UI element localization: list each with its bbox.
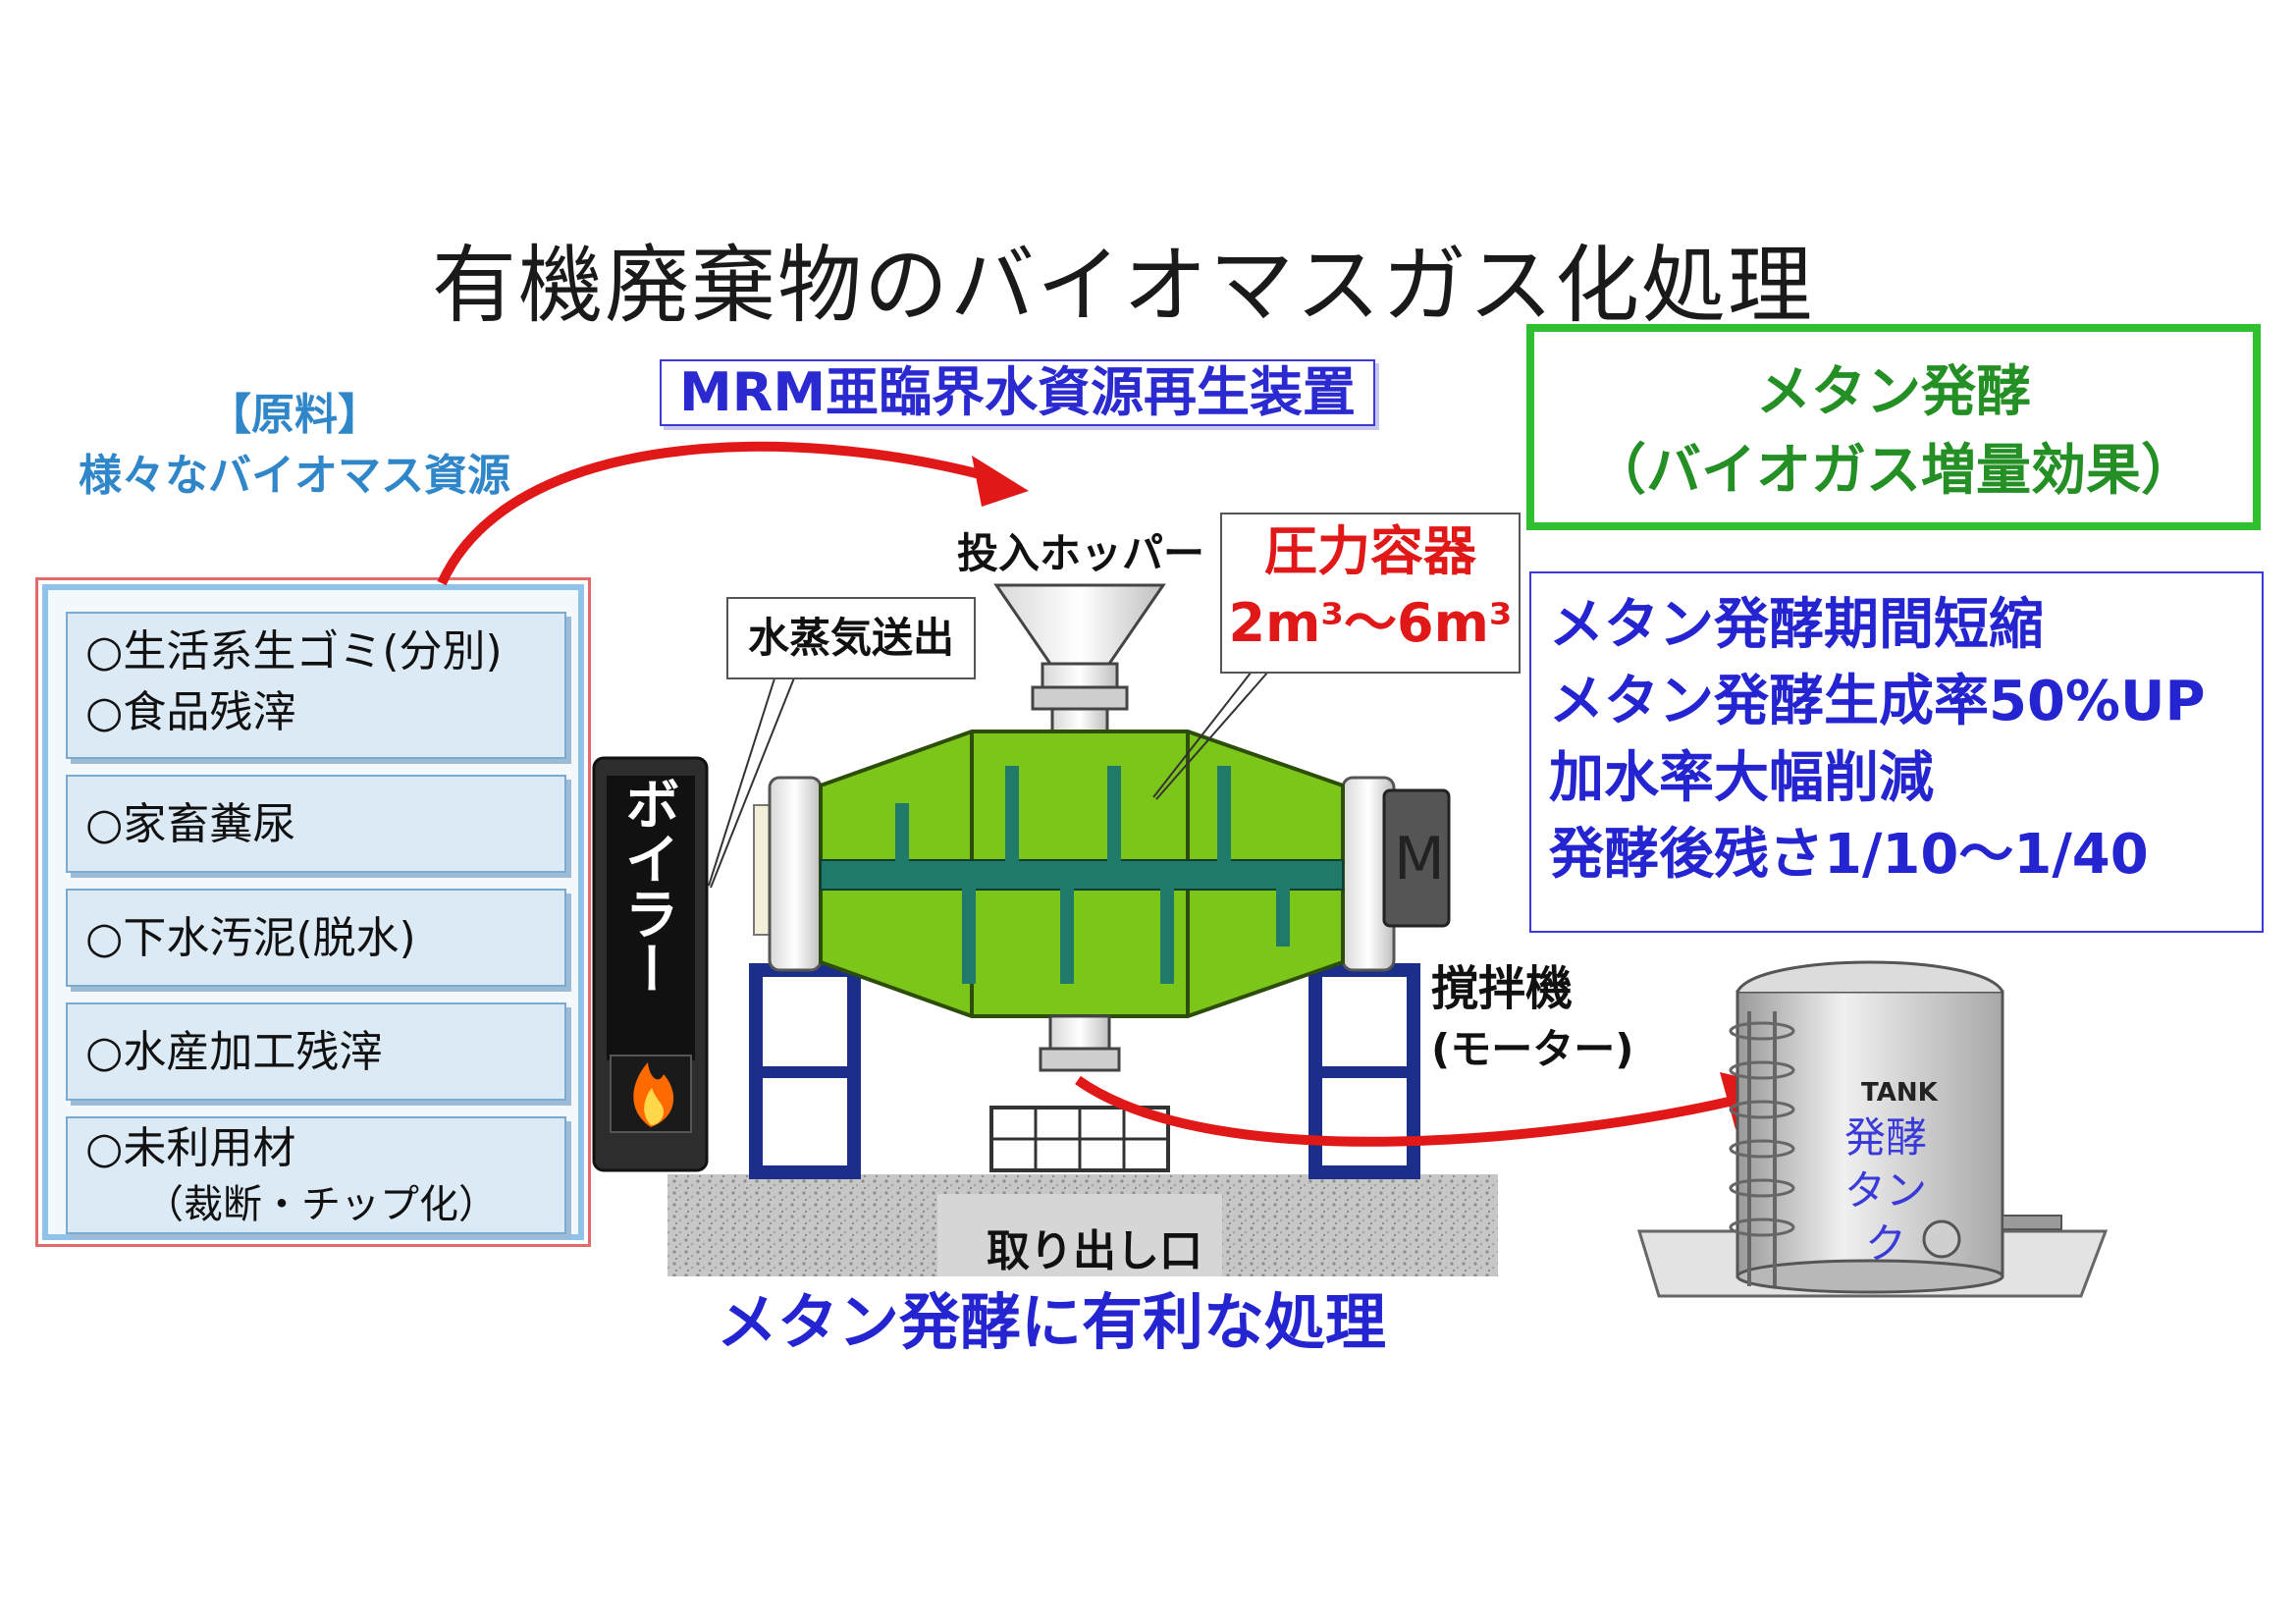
steam-callout: 水蒸気送出	[726, 597, 976, 679]
tank-label-jp: 発酵 タンク	[1832, 1111, 1940, 1271]
material-item: ○下水汚泥(脱水)	[66, 889, 566, 987]
materials-panel-inner: ○生活系生ゴミ(分別) ○食品残滓 ○家畜糞尿 ○下水汚泥(脱水) ○水産加工残…	[42, 584, 584, 1240]
material-item: ○家畜糞尿	[66, 775, 566, 873]
outlet-plate	[937, 1194, 1222, 1276]
tank-label-jp-line1: 発酵	[1843, 1113, 1927, 1162]
motor-label: M	[1394, 825, 1445, 893]
material-item-line: ○下水汚泥(脱水)	[85, 913, 416, 963]
left-flange	[768, 776, 823, 972]
pressure-vessel-label: 圧力容器	[1264, 520, 1476, 582]
material-item-line: ○家畜糞尿	[85, 799, 296, 849]
page-title: 有機廃棄物のバイオマスガス化処理	[432, 237, 1814, 335]
materials-panel: ○生活系生ゴミ(分別) ○食品残滓 ○家畜糞尿 ○下水汚泥(脱水) ○水産加工残…	[35, 577, 591, 1247]
hopper-label: 投入ホッパー	[957, 529, 1205, 577]
effect-item: メタン発酵生成率50%UP	[1549, 670, 2206, 733]
motor	[1382, 788, 1451, 928]
tank-label-en: TANK	[1861, 1078, 1938, 1108]
bottom-caption: メタン発酵に有利な処理	[717, 1286, 1387, 1358]
stirrer-subtitle: (モーター)	[1431, 1025, 1634, 1073]
fermentation-box: メタン発酵 （バイオガス増量効果）	[1526, 324, 2261, 530]
pressure-vessel-callout: 圧力容器 2m³～6m³	[1220, 513, 1521, 674]
shaft	[820, 859, 1344, 891]
material-item: ○生活系生ゴミ(分別) ○食品残滓	[66, 612, 566, 759]
material-item: ○水産加工残滓	[66, 1002, 566, 1101]
hopper	[993, 583, 1166, 666]
device-label: MRM亜臨界水資源再生装置	[660, 359, 1376, 426]
output-arrow	[1075, 1075, 1739, 1147]
effect-item: 加水率大幅削減	[1549, 746, 1934, 810]
tank-label-jp-line2: タンク	[1843, 1166, 1927, 1268]
materials-heading-text: 様々なバイオマス資源	[79, 451, 510, 501]
fermentation-subtitle: （バイオガス増量効果）	[1591, 439, 2196, 503]
stirrer-label: 撹拌機 (モーター)	[1431, 958, 1633, 1080]
material-item-line: ○水産加工残滓	[85, 1027, 383, 1077]
stirrer-title: 撹拌機	[1431, 961, 1574, 1016]
feed-arrow	[437, 441, 993, 586]
fermentation-title: メタン発酵	[1756, 360, 2031, 424]
effects-box: メタン発酵期間短縮 メタン発酵生成率50%UP 加水率大幅削減 発酵後残さ1/1…	[1529, 571, 2264, 933]
outlet-label: 取り出し口	[987, 1226, 1202, 1276]
effect-item: メタン発酵期間短縮	[1549, 593, 2044, 657]
material-item: ○未利用材 （裁断・チップ化）	[66, 1116, 566, 1234]
material-item-line: ○未利用材	[85, 1123, 296, 1173]
effect-item: 発酵後残さ1/10～1/40	[1549, 823, 2149, 887]
material-item-line: （裁断・チップ化）	[85, 1182, 498, 1227]
tank-body	[1735, 990, 2004, 1278]
tank-valve	[1922, 1219, 1961, 1259]
pressure-range: 2m³～6m³	[1228, 592, 1513, 654]
material-item-line: ○食品残滓	[85, 687, 296, 737]
boiler-label: ボイラー	[615, 776, 679, 996]
material-item-line: ○生活系生ゴミ(分別)	[85, 626, 503, 677]
feed-arrow-head	[972, 456, 1029, 507]
materials-heading-tag: 【原料】	[208, 390, 381, 440]
materials-heading: 【原料】 様々なバイオマス資源	[29, 385, 560, 507]
